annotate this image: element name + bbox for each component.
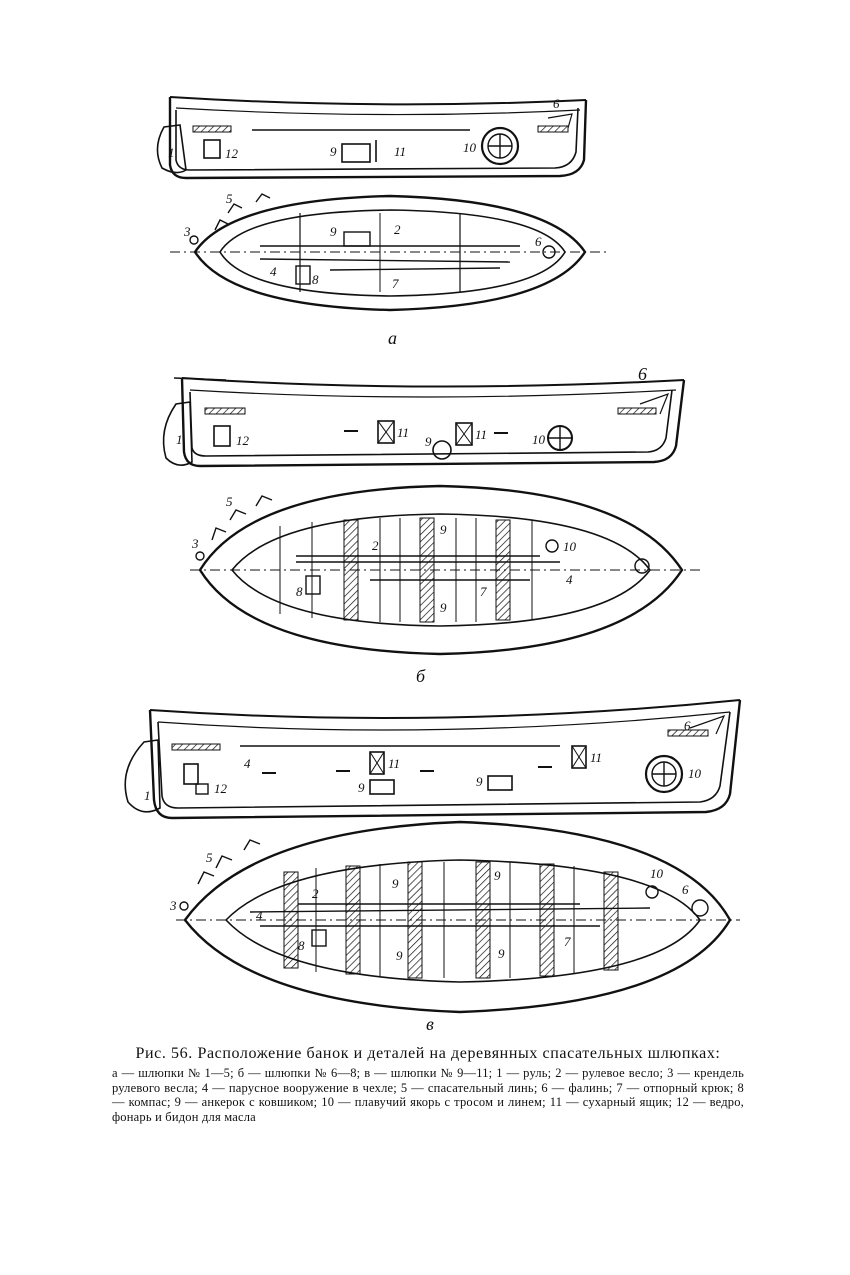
label-bucket: 12 <box>236 433 250 448</box>
label-box2: 11 <box>475 427 487 442</box>
label-anchor: 10 <box>650 866 664 881</box>
label-keg1: 9 <box>358 780 365 795</box>
label-crank: 3 <box>183 224 191 239</box>
label-painter: 6 <box>638 364 647 384</box>
label-rudder: 1 <box>168 145 175 160</box>
caption-title: Рис. 56. Расположение банок и деталей на… <box>112 1045 744 1063</box>
panel-b-caption: б <box>416 666 426 686</box>
label-sail: 4 <box>244 756 251 771</box>
panel-c-plan-labels: 5 3 4 2 9 9 8 9 9 7 10 6 <box>169 850 689 963</box>
label-painter: 6 <box>535 234 542 249</box>
panel-c-side-view <box>124 699 742 820</box>
panel-c-plan-view <box>176 820 740 1014</box>
label-keg: 9 <box>330 144 337 159</box>
label-hook: 7 <box>564 934 571 949</box>
label-rudder: 1 <box>144 788 151 803</box>
label-keg-bottom: 9 <box>440 600 447 615</box>
label-anchor: 10 <box>463 140 477 155</box>
label-rudder: 1 <box>176 432 183 447</box>
panel-b-side-view <box>162 377 686 468</box>
label-anchor: 10 <box>563 539 577 554</box>
label-bucket: 12 <box>214 781 228 796</box>
label-bucket: 12 <box>225 146 239 161</box>
label-box: 11 <box>394 144 406 159</box>
label-anchor: 10 <box>532 432 546 447</box>
label-painter: 6 <box>553 96 560 111</box>
label-anchor: 10 <box>688 766 702 781</box>
label-hook: 7 <box>480 584 487 599</box>
panel-a-plan-view <box>170 193 610 312</box>
label-oar: 2 <box>312 886 319 901</box>
label-keg-a: 9 <box>392 876 399 891</box>
label-oar: 2 <box>372 538 379 553</box>
rudder-shape <box>124 739 161 813</box>
label-box2: 11 <box>590 750 602 765</box>
label-line: 5 <box>226 191 233 206</box>
panel-a-side-labels: 1 12 9 11 10 6 <box>168 96 560 161</box>
panel-a-plan-labels: 3 5 9 2 6 4 8 7 <box>183 191 542 291</box>
figure-legend: а — шлюпки № 1—5; б — шлюпки № 6—8; в — … <box>112 1066 744 1124</box>
label-crank: 3 <box>191 536 199 551</box>
label-keg-b: 9 <box>494 868 501 883</box>
label-line: 5 <box>226 494 233 509</box>
panel-c-side-labels: 1 12 4 11 9 9 11 6 10 <box>144 718 702 803</box>
label-keg-d: 9 <box>498 946 505 961</box>
panel-a-caption: а <box>388 328 397 348</box>
label-painter: 6 <box>682 882 689 897</box>
panel-a-side-view <box>156 96 588 180</box>
panel-b-plan-labels: 5 3 9 2 10 8 9 7 4 <box>191 494 577 615</box>
label-sail: 4 <box>566 572 573 587</box>
label-oar: 2 <box>394 222 401 237</box>
label-painter: 6 <box>684 718 691 733</box>
label-keg-c: 9 <box>396 948 403 963</box>
label-crank: 3 <box>169 898 177 913</box>
label-keg: 9 <box>330 224 337 239</box>
figure-caption: Рис. 56. Расположение банок и деталей на… <box>112 1045 744 1124</box>
label-box1: 11 <box>388 756 400 771</box>
label-hook: 7 <box>392 276 399 291</box>
lifeboat-figure: 1 12 9 11 10 6 3 5 9 2 6 4 8 7 а <box>124 96 742 1034</box>
rudder-shape <box>162 401 193 466</box>
label-sail: 4 <box>256 908 263 923</box>
label-line: 5 <box>206 850 213 865</box>
figure-title: Расположение банок и деталей на деревянн… <box>197 1045 721 1062</box>
label-compass: 8 <box>312 272 319 287</box>
label-keg-top: 9 <box>440 522 447 537</box>
panel-b-plan-view <box>190 484 700 656</box>
figure-number: Рис. 56. <box>135 1045 193 1062</box>
label-box1: 11 <box>397 425 409 440</box>
panel-b-side-labels: 1 12 11 9 11 10 6 <box>176 364 647 449</box>
label-sail: 4 <box>270 264 277 279</box>
label-keg2: 9 <box>476 774 483 789</box>
label-keg: 9 <box>425 434 432 449</box>
label-compass: 8 <box>296 584 303 599</box>
rudder-shape <box>156 124 187 174</box>
label-compass: 8 <box>298 938 305 953</box>
panel-c-caption: в <box>426 1014 434 1034</box>
